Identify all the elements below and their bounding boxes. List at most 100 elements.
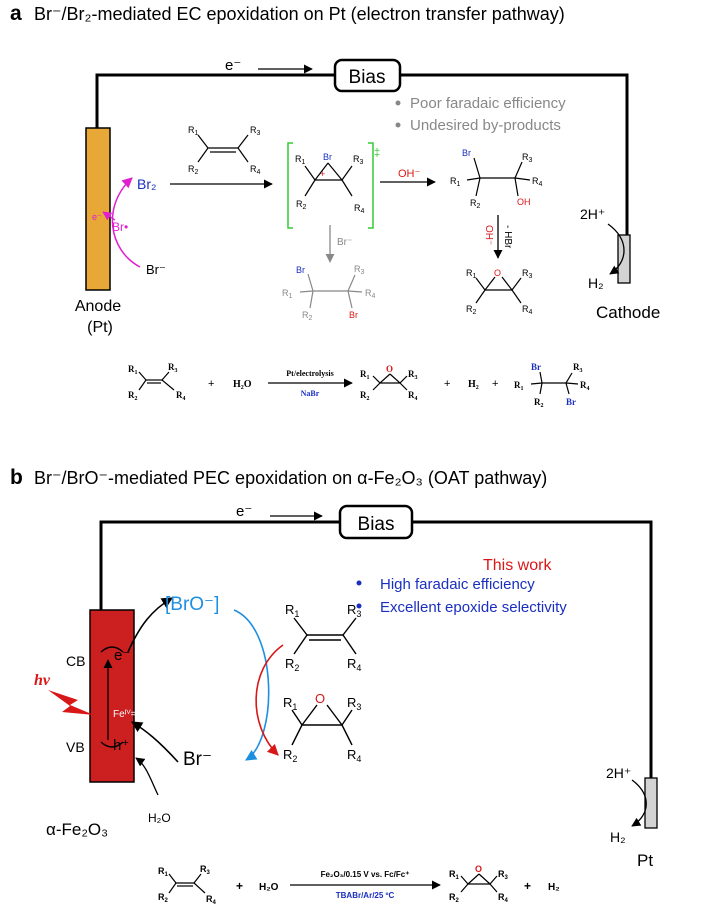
svg-text:R1: R1 <box>283 695 297 712</box>
dibromide-byproduct: Br R1 R2 R3 R4 Br <box>282 264 376 322</box>
svg-text:R3: R3 <box>347 695 361 712</box>
svg-text:R2: R2 <box>470 198 481 210</box>
svg-text:R2: R2 <box>449 892 460 904</box>
svg-text:O: O <box>475 864 482 874</box>
eq-b-h2: H₂ <box>548 882 560 893</box>
b-cathode-h-plus: 2H⁺ <box>606 765 631 781</box>
svg-text:R2: R2 <box>534 397 544 409</box>
b-hydrogen-evolution-arrow <box>631 779 647 827</box>
svg-text:R2: R2 <box>285 656 299 673</box>
svg-text:R1: R1 <box>188 125 199 137</box>
svg-text:R2: R2 <box>128 390 138 402</box>
cathode-label: Cathode <box>596 303 660 322</box>
svg-text:R2: R2 <box>188 164 199 176</box>
b-electron-label: e⁻ <box>236 503 252 520</box>
panel-b-title: Br⁻/BrO⁻-mediated PEC epoxidation on α-F… <box>34 468 547 488</box>
electron-in-cb: e⁻ <box>114 647 130 664</box>
vb-label: VB <box>66 739 85 755</box>
svg-text:R4: R4 <box>347 656 361 673</box>
svg-text:R4: R4 <box>580 380 590 392</box>
eq-b-condition-top: Fe₂O₃/0.15 V vs. Fc/Fc⁺ <box>321 870 410 879</box>
svg-text:R3: R3 <box>250 125 261 137</box>
note-high-faradaic: High faradaic efficiency <box>380 576 535 593</box>
cathode-h2: H₂ <box>588 275 604 291</box>
eq-a-condition-top: Pt/electrolysis <box>286 369 333 378</box>
svg-text:R3: R3 <box>522 268 533 280</box>
epoxidation-arrow <box>255 644 284 756</box>
electron-label: e⁻ <box>225 57 241 74</box>
cathode-h-plus: 2H⁺ <box>580 206 605 222</box>
svg-text:R1: R1 <box>295 154 306 166</box>
eq-a-plus3: + <box>492 378 498 390</box>
cb-label: CB <box>66 653 85 669</box>
b-cathode-h2: H₂ <box>610 829 626 845</box>
b-bias-box <box>338 504 414 540</box>
anode-label: Anode <box>75 298 121 315</box>
svg-text:R4: R4 <box>498 892 509 904</box>
bro-reduction-arrow <box>233 609 270 761</box>
svg-text:R1: R1 <box>282 288 293 300</box>
svg-text:R2: R2 <box>360 390 370 402</box>
oxidation-to-bro-arrow <box>127 597 173 653</box>
cathode-wire <box>400 73 629 235</box>
conduction-band <box>100 646 124 653</box>
svg-text:R3: R3 <box>408 369 418 381</box>
light-bolt-icon <box>48 690 94 715</box>
br-to-surface-arrow <box>131 721 179 763</box>
panel-a: a Br⁻/Br₂-mediated EC epoxidation on Pt … <box>10 2 660 409</box>
fe2o3-label: α-Fe₂O₃ <box>46 820 108 839</box>
b-cathode-electrode <box>644 777 658 829</box>
panel-a-letter: a <box>10 2 22 25</box>
svg-text:R2: R2 <box>296 199 307 211</box>
svg-text:R1: R1 <box>360 369 370 381</box>
b-bias-label: Bias <box>358 514 395 535</box>
svg-text:R4: R4 <box>176 390 186 402</box>
b-cathode-wire <box>412 520 653 778</box>
svg-text:R4: R4 <box>347 747 361 764</box>
fe-oxo-label: Feᴵⱽ=O <box>113 709 144 720</box>
svg-text:Br: Br <box>566 397 576 407</box>
svg-text:R1: R1 <box>514 380 524 392</box>
br-minus-label: Br⁻ <box>146 262 166 277</box>
note-byproducts: Undesired by-products <box>410 117 561 134</box>
svg-text:R1: R1 <box>449 869 460 881</box>
eq-b-plus1: + <box>236 879 243 893</box>
eq-a-epoxide: O R1 R2 R3 R4 <box>360 364 418 402</box>
transition-state-dagger: ‡ <box>374 147 380 159</box>
bias-label: Bias <box>349 67 386 88</box>
panel-a-title: Br⁻/Br₂-mediated EC epoxidation on Pt (e… <box>34 4 565 24</box>
overall-equation-a: R1 R2 R3 R4 + H₂ O Pt/electrolysis NaBr O… <box>128 362 590 409</box>
anode-wire <box>95 73 335 128</box>
eq-a-plus2: + <box>444 378 450 390</box>
svg-text:R4: R4 <box>522 304 533 316</box>
svg-text:R3: R3 <box>498 869 509 881</box>
bromohydrin: Br R1 R2 R3 R4 OH <box>450 148 543 210</box>
alkene-a: R1 R2 R3 R4 <box>188 125 261 176</box>
svg-text:R1: R1 <box>466 268 477 280</box>
cathode-electrode <box>617 234 631 284</box>
panel-b: b Br⁻/BrO⁻-mediated PEC epoxidation on α… <box>10 466 658 906</box>
b-cathode-label: Pt <box>637 851 653 870</box>
alkene-b: R1 R2 R3 R4 <box>285 602 361 673</box>
panel-b-notes: High faradaic efficiency Excellent epoxi… <box>356 576 567 616</box>
svg-text:R1: R1 <box>285 602 299 619</box>
eq-b-h2o: H₂O <box>259 882 279 893</box>
epoxide-a: O R1 R2 R3 R4 <box>466 268 533 316</box>
eq-a-h2: H₂ <box>468 379 479 390</box>
svg-text:R3: R3 <box>522 152 533 164</box>
bias-box <box>333 58 402 93</box>
eq-a-dibromide: Br R1 R2 R3 R4 Br <box>514 362 590 409</box>
svg-text:O: O <box>386 364 393 374</box>
eq-a-condition-bottom: NaBr <box>301 389 320 398</box>
oh-minus-label: OH⁻ <box>398 168 421 180</box>
svg-text:R2: R2 <box>158 892 169 904</box>
svg-text:R1: R1 <box>158 866 169 878</box>
fe2o3-electrode <box>89 609 135 783</box>
svg-text:R3: R3 <box>573 362 583 374</box>
anode-sub-label: (Pt) <box>87 319 113 336</box>
oh-minus-vertical: OH⁻ <box>483 225 494 245</box>
svg-text:R4: R4 <box>408 390 418 402</box>
br-label: Br⁻ <box>183 749 212 770</box>
br-oxidation-arrow <box>111 177 141 268</box>
